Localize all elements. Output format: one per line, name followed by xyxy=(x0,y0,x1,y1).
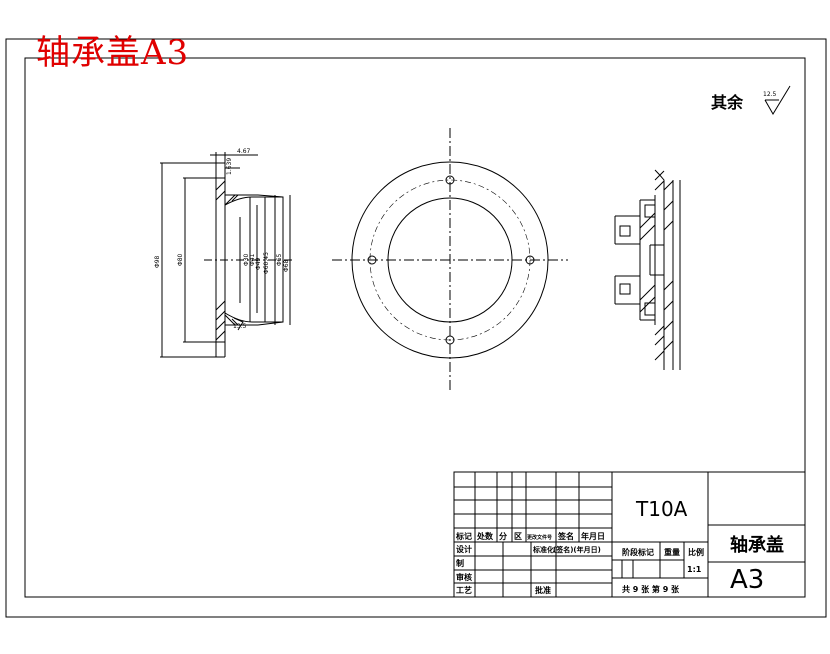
dim-bottom-note: 13.5 xyxy=(233,323,247,330)
dim-d1: Φ30 xyxy=(243,253,250,266)
tb-sheet-info: 共 9 张 第 9 张 xyxy=(622,584,680,594)
roughness-symbol: 12.5 xyxy=(763,85,791,115)
tb-header-count: 处数 xyxy=(476,531,494,541)
tb-header-mark: 标记 xyxy=(455,531,472,541)
tb-scale: 1:1 xyxy=(687,565,702,574)
section-view xyxy=(160,152,295,358)
tb-part-name: 轴承盖 xyxy=(730,534,784,556)
tb-header-div: 分 xyxy=(499,531,507,541)
dim-d3: Φ49 xyxy=(255,257,262,270)
tb-ratio: 比例 xyxy=(688,547,704,557)
inner-frame xyxy=(24,57,806,598)
roughness-value: 12.5 xyxy=(763,91,777,98)
tb-process: 工艺 xyxy=(456,585,472,595)
dim-top-width: 4.67 xyxy=(237,148,251,155)
title-block-text: 标记 处数 分 区 更改文件号 签名 年月日 设计 标准化 (签名)(年月日) … xyxy=(455,497,784,595)
dim-d2: Φ41 xyxy=(249,253,256,266)
title-block-grid xyxy=(453,471,806,598)
tb-weight: 重量 xyxy=(664,547,680,557)
tb-header-docno: 更改文件号 xyxy=(527,534,552,541)
outer-frame xyxy=(5,38,827,618)
dim-outer-left: Φ98 xyxy=(154,255,161,268)
tb-signature-date: (签名)(年月日) xyxy=(553,545,601,554)
section-dimensions: 4.67 1.639 Φ98 Φ80 Φ30 Φ41 Φ49 Φ60.45 Φ6… xyxy=(154,148,290,330)
dim-d4: Φ60.45 xyxy=(263,252,270,274)
tb-header-sign: 签名 xyxy=(557,531,574,541)
tb-audit: 审核 xyxy=(456,572,472,582)
dim-d6: Φ68 xyxy=(283,259,290,272)
tb-header-date: 年月日 xyxy=(581,531,605,541)
tb-check: 制 xyxy=(456,558,464,568)
assembly-view xyxy=(614,169,681,370)
tb-design: 设计 xyxy=(456,544,472,554)
tb-header-zone: 区 xyxy=(514,532,522,541)
tb-sheet-size: A3 xyxy=(730,565,764,595)
dim-top-small: 1.639 xyxy=(226,158,233,175)
dim-d5: Φ65 xyxy=(276,253,283,266)
roughness-label: 其余 xyxy=(711,93,744,112)
tb-part-code: T10A xyxy=(635,497,688,521)
tb-stage-marks: 阶段标记 xyxy=(622,547,654,557)
dim-inner-left: Φ80 xyxy=(177,253,184,266)
tb-approve: 批准 xyxy=(535,585,551,595)
stamp-title: 轴承盖A3 xyxy=(36,33,190,73)
front-view xyxy=(332,128,568,392)
tb-standardization: 标准化 xyxy=(532,545,554,554)
